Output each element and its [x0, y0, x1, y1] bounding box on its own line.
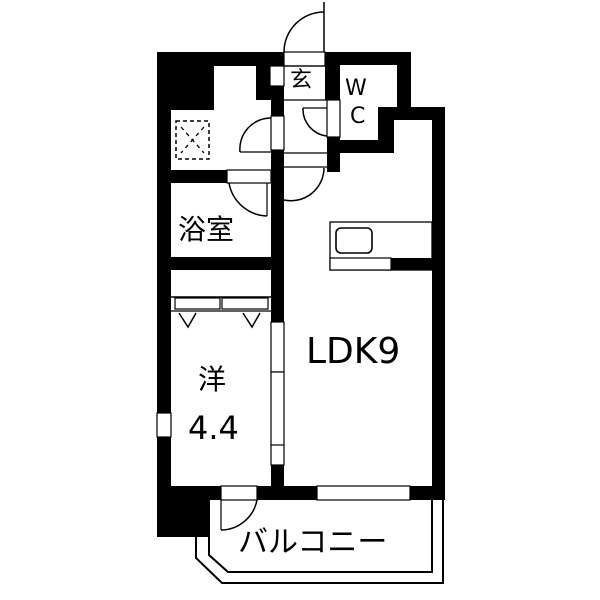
wall-wc-bottom [327, 140, 394, 153]
wall-washroom-bottom [157, 170, 227, 183]
wall-bottom-segment [257, 486, 317, 500]
balcony-inner-edge [208, 500, 433, 573]
western-room-size: 4.4 [188, 409, 239, 447]
wall-entrance-divider [271, 86, 284, 116]
closet-icon [171, 296, 271, 329]
balcony-label: バルコニー [238, 525, 388, 560]
wc-door-swing [302, 107, 328, 137]
balcony-outer-edge [195, 500, 444, 584]
balcony-door-swing [220, 499, 258, 531]
entrance-label: 玄 [290, 68, 313, 93]
sink-icon [335, 227, 373, 254]
washing-machine-space-icon [175, 120, 210, 160]
ldk-door-swing [283, 167, 325, 202]
western-room-label: 洋 [198, 363, 227, 396]
wall-wc-step [378, 107, 394, 147]
bath-door-swing [228, 182, 268, 217]
wall-right [432, 107, 445, 500]
wall-entrance-top-right [325, 52, 411, 65]
ldk-label: LDK9 [306, 331, 401, 372]
ldk-sliding-window [316, 485, 411, 501]
washroom-door-swing [239, 117, 272, 153]
entrance-door-swing [283, 11, 325, 53]
wall-wc-left [325, 52, 340, 100]
western-room-window [156, 412, 172, 438]
wall-bath-bottom [157, 257, 284, 270]
bathroom-label: 浴室 [178, 213, 235, 246]
wc-label-w: W [345, 76, 367, 101]
balcony-door-opening [220, 485, 258, 501]
wall-wc-left-lower [327, 137, 340, 172]
wall-wc-right [397, 52, 411, 120]
kitchen-counter-icon [329, 221, 433, 271]
wall-interior-vertical-upper [271, 150, 284, 322]
wc-label-c: C [350, 104, 366, 129]
kitchen-wall-segment [391, 258, 432, 270]
